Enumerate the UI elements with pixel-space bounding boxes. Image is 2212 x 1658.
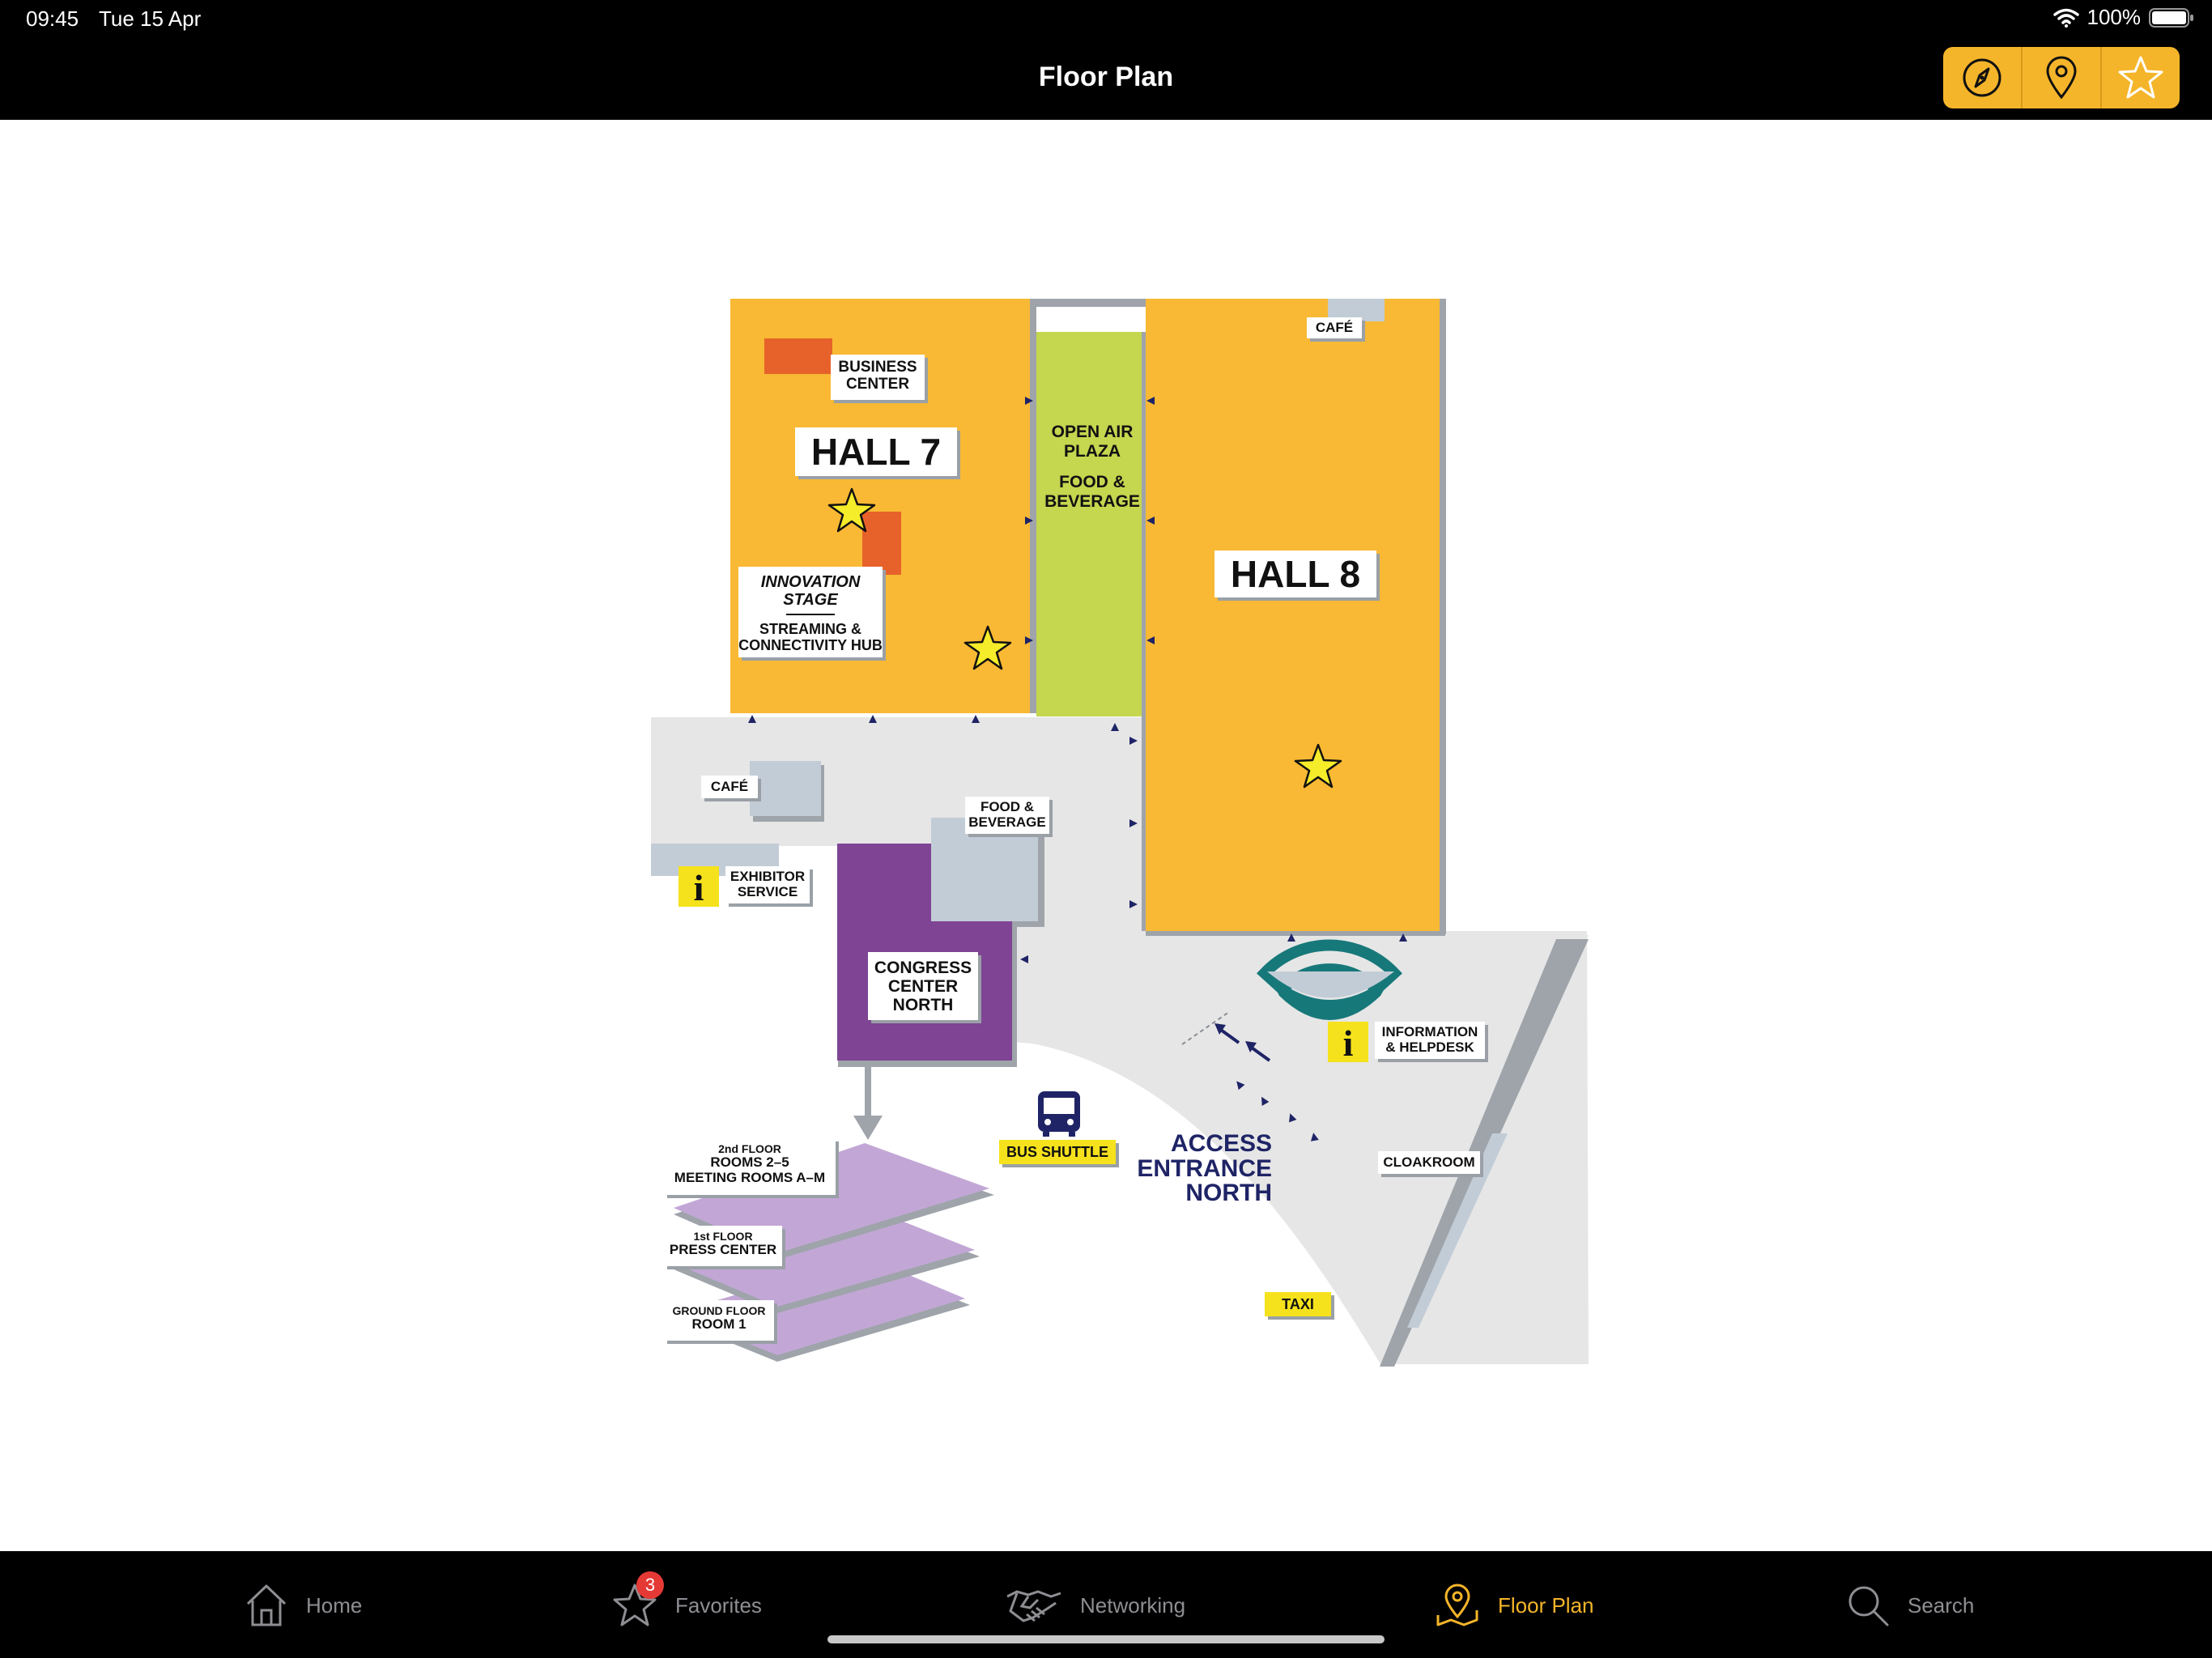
label-exhibitor-service[interactable]: EXHIBITOR SERVICE xyxy=(725,866,810,903)
tab-networking[interactable]: Networking xyxy=(1006,1577,1185,1634)
favorites-badge: 3 xyxy=(636,1571,664,1599)
map-toolbar xyxy=(1943,47,2180,108)
label-business-center[interactable]: BUSINESS CENTER xyxy=(831,355,925,400)
favorite-star-hall7-b xyxy=(963,625,1012,670)
handshake-icon xyxy=(1006,1590,1061,1622)
location-button[interactable] xyxy=(2023,47,2102,108)
label-floor1[interactable]: 1st FLOOR PRESS CENTER xyxy=(664,1226,782,1266)
favorite-star-markers xyxy=(827,487,1342,789)
floor-layer-1 xyxy=(674,1206,975,1307)
divider xyxy=(786,614,835,615)
status-time: 09:45 xyxy=(26,6,79,31)
entrance-plaza xyxy=(1206,935,1589,1364)
floor-plan-map[interactable]: i i HALL 7 HALL 8 BUSINESS CENTER OPEN A… xyxy=(0,120,2212,1551)
tab-floor-plan-label: Floor Plan xyxy=(1498,1592,1594,1618)
floor-plan-drawing: i i xyxy=(651,299,1589,1367)
plaza-shape xyxy=(1036,332,1144,716)
tab-favorites-icon-wrap: 3 xyxy=(612,1571,664,1628)
innovation-box xyxy=(862,512,901,575)
home-icon xyxy=(246,1584,287,1626)
label-food-beverage[interactable]: FOOD & BEVERAGE xyxy=(965,797,1049,834)
svg-text:i: i xyxy=(1343,1022,1354,1064)
label-cafe-top[interactable]: CAFÉ xyxy=(1307,317,1362,338)
label-cloakroom[interactable]: CLOAKROOM xyxy=(1378,1151,1480,1174)
favorite-star-hall8 xyxy=(1294,743,1342,789)
label-hall8[interactable]: HALL 8 xyxy=(1214,551,1376,597)
favorite-button[interactable] xyxy=(2102,47,2180,108)
favorite-star-hall7-a xyxy=(827,487,876,533)
label-hall7[interactable]: HALL 7 xyxy=(795,427,957,476)
label-taxi[interactable]: TAXI xyxy=(1265,1292,1331,1316)
tab-floor-plan[interactable]: Floor Plan xyxy=(1435,1577,1594,1634)
tab-networking-label: Networking xyxy=(1080,1592,1186,1618)
home-indicator[interactable] xyxy=(827,1635,1385,1643)
bus-icon xyxy=(1038,1091,1080,1137)
tab-favorites-label: Favorites xyxy=(675,1592,762,1618)
tab-home[interactable]: Home xyxy=(245,1577,362,1634)
status-date: Tue 15 Apr xyxy=(99,6,202,31)
business-center-box xyxy=(764,338,832,374)
status-bar: 09:45 Tue 15 Apr 100% xyxy=(0,0,2212,39)
label-access-entrance[interactable]: ACCESS ENTRANCE NORTH xyxy=(1137,1130,1272,1207)
cafe-left-box xyxy=(750,761,821,816)
label-congress-center[interactable]: CONGRESS CENTER NORTH xyxy=(868,952,978,1020)
compass-button[interactable] xyxy=(1943,47,2023,108)
status-indicators: 100% xyxy=(2052,5,2195,30)
search-icon xyxy=(1848,1586,1889,1626)
compass-icon xyxy=(1963,58,2001,97)
star-icon xyxy=(613,1584,657,1626)
label-floor0[interactable]: GROUND FLOOR ROOM 1 xyxy=(664,1300,774,1341)
tab-search[interactable]: Search xyxy=(1846,1577,1974,1634)
label-cafe-left[interactable]: CAFÉ xyxy=(701,776,758,798)
label-innovation-stage[interactable]: INNOVATION STAGE STREAMING & CONNECTIVIT… xyxy=(738,567,883,657)
label-open-air-plaza[interactable]: OPEN AIR PLAZA FOOD & BEVERAGE xyxy=(1044,423,1140,512)
star-icon xyxy=(2118,56,2163,99)
hall8-shape xyxy=(1146,299,1441,934)
food-box xyxy=(931,818,1038,921)
label-bus-shuttle[interactable]: BUS SHUTTLE xyxy=(999,1140,1116,1164)
info-icon-helpdesk: i xyxy=(1328,1022,1368,1064)
svg-text:i: i xyxy=(694,867,704,908)
info-icon-exhibitor: i xyxy=(678,866,719,908)
map-pin-icon xyxy=(1436,1584,1478,1626)
tab-favorites[interactable]: 3 Favorites xyxy=(612,1571,762,1634)
tab-search-label: Search xyxy=(1908,1592,1975,1618)
page-title: Floor Plan xyxy=(1038,62,1174,92)
tab-home-label: Home xyxy=(306,1592,363,1618)
battery-percent: 100% xyxy=(2087,5,2142,29)
navigation-bar: Floor Plan xyxy=(0,39,2212,120)
walkway-glass xyxy=(1407,1133,1508,1328)
label-floor2[interactable]: 2nd FLOOR ROOMS 2–5 MEETING ROOMS A–M xyxy=(664,1138,836,1195)
label-info-helpdesk[interactable]: INFORMATION & HELPDESK xyxy=(1375,1022,1485,1059)
battery-icon xyxy=(2149,7,2193,28)
wifi-icon xyxy=(2052,8,2079,28)
location-pin-icon xyxy=(2046,56,2077,100)
